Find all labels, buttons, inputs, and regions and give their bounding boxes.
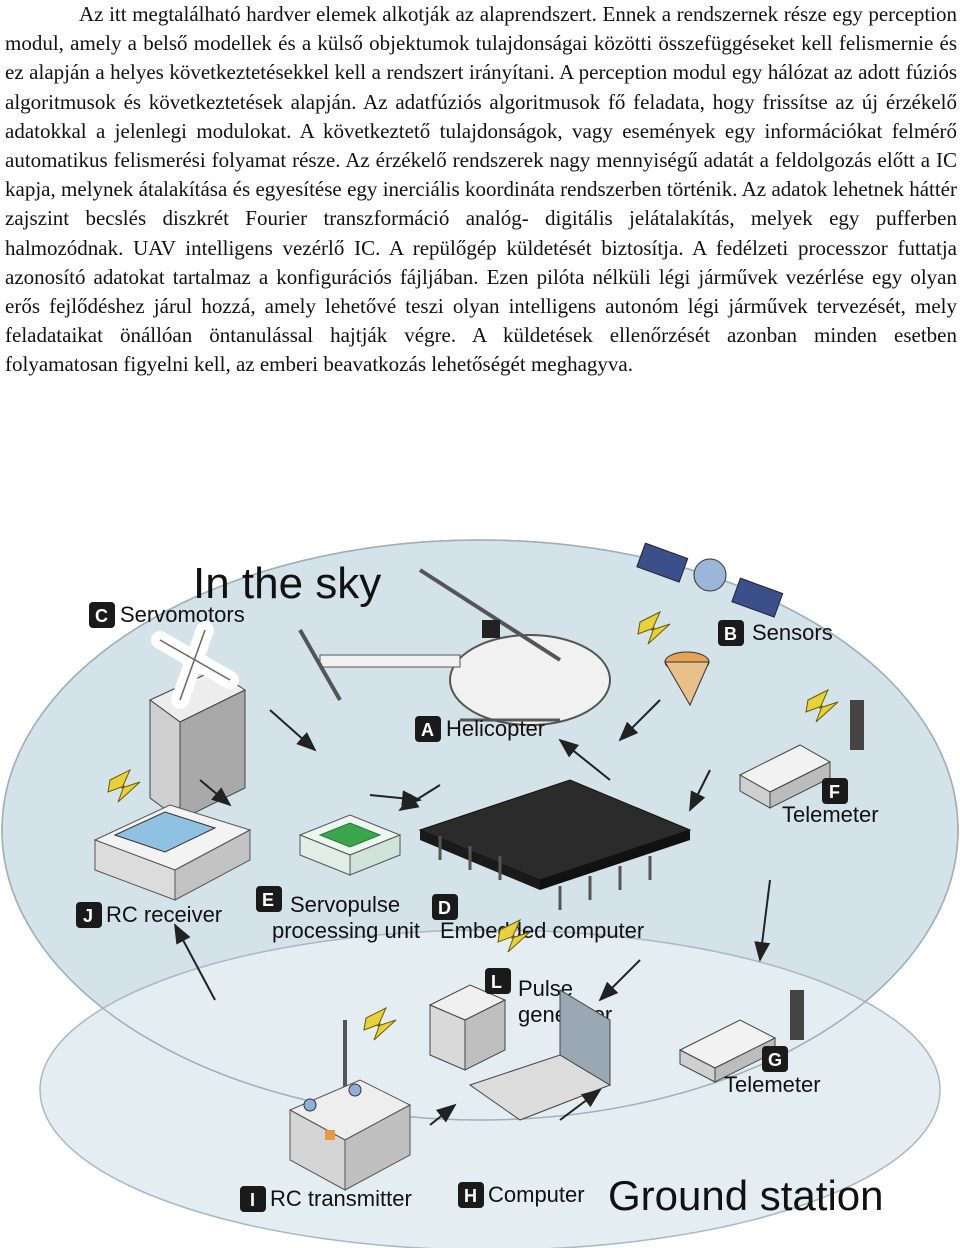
badge-e [256,886,282,912]
label-telemeter-f: Telemeter [782,802,879,827]
badge-f [822,778,848,804]
uav-system-figure: In the sky Ground station C Servomotors … [0,530,960,1248]
badge-g [762,1046,788,1072]
satellite-icon [636,542,784,618]
label-sensors: Sensors [752,620,833,645]
svg-text:E: E [262,890,274,910]
svg-text:C: C [95,606,108,626]
servopulse-unit-icon [298,814,402,876]
label-embedded-computer: Embedded computer [440,918,644,943]
laptop-icon [468,989,612,1121]
sky-title: In the sky [193,559,381,608]
lightning-icons [107,610,839,1041]
badge-b [718,620,744,646]
ground-title: Ground station [608,1172,884,1219]
label-rc-receiver: RC receiver [106,902,222,927]
label-processing-unit: processing unit [272,918,420,943]
svg-text:L: L [491,972,502,992]
badge-j [76,902,102,928]
body-paragraph: Az itt megtalálható hardver elemek alkot… [5,2,957,377]
sensor-cone-icon [664,651,710,707]
label-helicopter: Helicopter [446,716,545,741]
uav-diagram: In the sky Ground station C Servomotors … [1,539,959,1248]
label-computer: Computer [488,1182,585,1207]
label-servomotors: Servomotors [120,602,245,627]
svg-text:J: J [83,906,93,926]
badge-i [240,1186,266,1212]
svg-text:D: D [438,898,451,918]
badge-d [432,894,458,920]
label-rc-transmitter: RC transmitter [270,1186,412,1211]
svg-text:A: A [421,720,434,740]
svg-text:F: F [829,782,840,802]
badge-a [415,716,441,742]
rc-transmitter-icon [288,1020,412,1191]
svg-text:B: B [724,624,737,644]
telemeter-ground-icon [678,990,804,1083]
helicopter-icon [298,568,611,726]
svg-text:H: H [464,1186,477,1206]
embedded-chip-icon [418,779,692,910]
badge-l [485,968,511,994]
badge-c [89,602,115,628]
rc-receiver-icon [93,804,252,901]
badge-h [458,1182,484,1208]
label-servopulse: Servopulse [290,892,400,917]
svg-text:G: G [768,1050,782,1070]
label-telemeter-g: Telemeter [724,1072,821,1097]
data-flow-arrows [174,699,771,1126]
pulse-generator-icon [428,984,507,1071]
telemeter-sky-icon [738,700,864,809]
svg-text:I: I [250,1190,255,1210]
